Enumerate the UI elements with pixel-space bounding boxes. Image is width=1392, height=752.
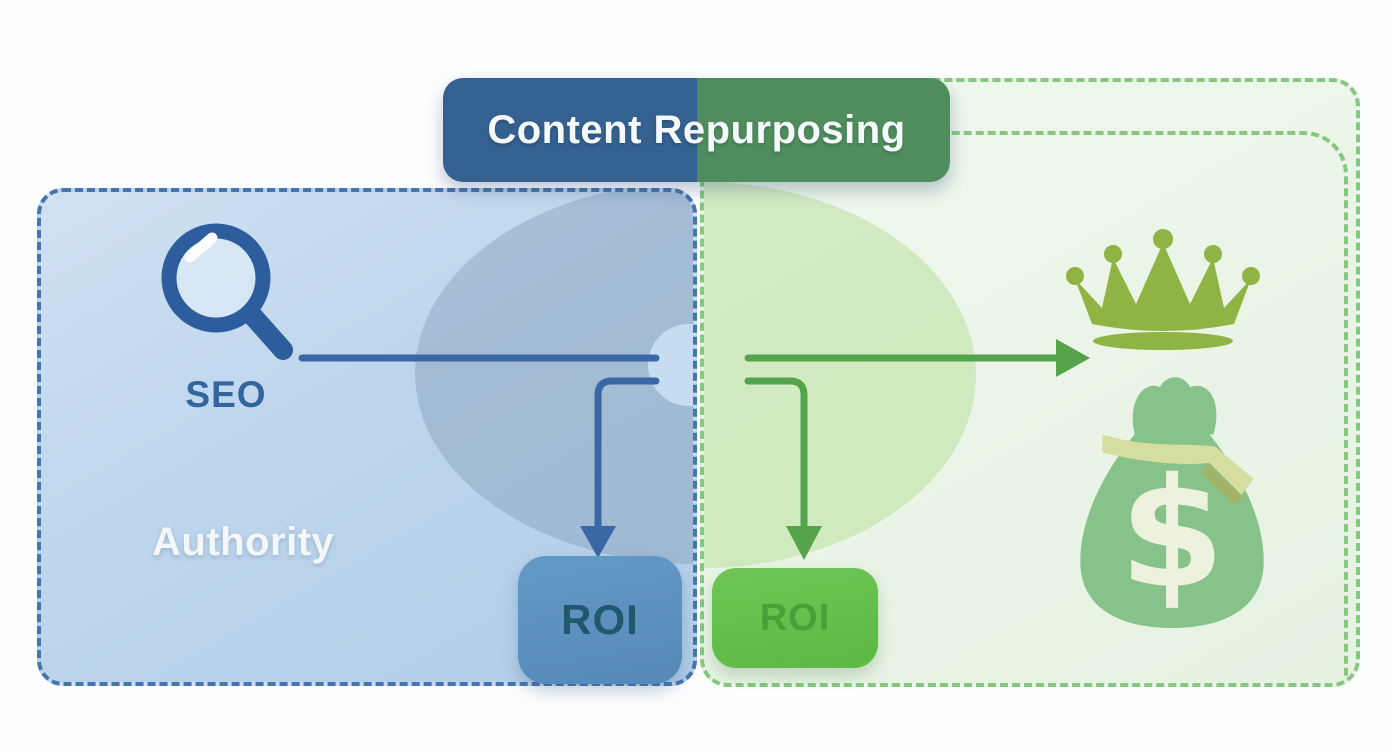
ribbon (1102, 434, 1254, 495)
magnifier-handle (241, 304, 293, 360)
bag-knot (1132, 377, 1217, 435)
roi-green-label: ROI (759, 596, 831, 639)
seo-label: SEO (185, 374, 267, 415)
green-inner-dashed-border (704, 131, 1348, 683)
dollar-sign: $ (1119, 446, 1224, 622)
title-banner-green-half (697, 78, 950, 182)
page-title: Content Repurposing (487, 107, 906, 152)
title-banner-blue-half (443, 78, 697, 182)
ribbon-shadow (1201, 462, 1244, 506)
title-banner: Content Repurposing (443, 78, 950, 182)
authority-label: Authority (152, 520, 335, 564)
roi-blue-label: ROI (561, 596, 639, 643)
crown-icon (1062, 226, 1264, 361)
search-icon (152, 208, 307, 378)
lens-glint (184, 232, 218, 263)
seo-authority-panel (37, 188, 697, 686)
roi-box-green: ROI (712, 568, 878, 668)
money-bag-icon: $ (1056, 372, 1288, 639)
roi-box-blue: ROI (518, 556, 682, 684)
